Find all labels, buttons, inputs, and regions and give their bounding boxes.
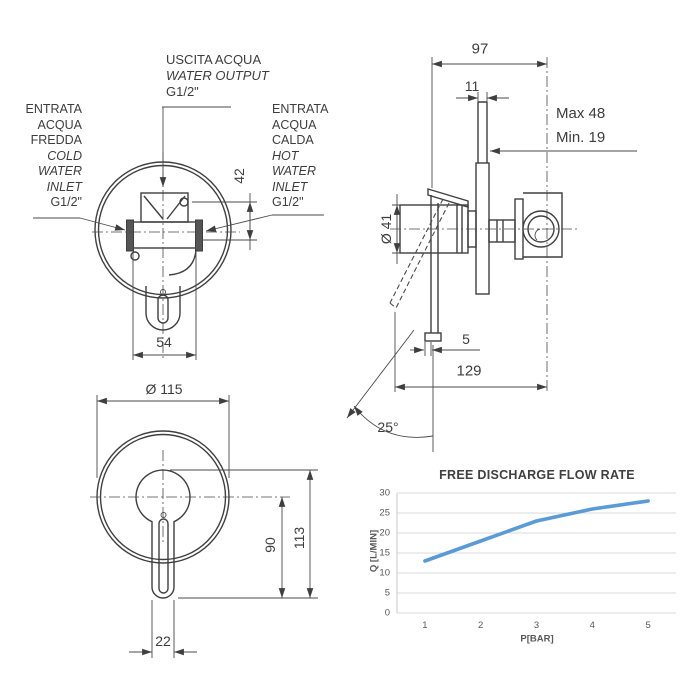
hot-label-line: INLET bbox=[272, 179, 308, 194]
dim-11: 11 bbox=[464, 78, 480, 94]
dim-diameter-41: Ø 41 bbox=[378, 213, 394, 245]
hot-label-line: HOT bbox=[272, 148, 299, 163]
front-top-view bbox=[33, 106, 324, 360]
dim-42: 42 bbox=[231, 168, 247, 184]
dim-angle-25: 25° bbox=[377, 419, 399, 435]
dim-90: 90 bbox=[262, 537, 278, 553]
hot-thread-size: G1/2" bbox=[272, 195, 304, 209]
dim-97: 97 bbox=[471, 40, 489, 58]
chart-y-tick: 30 bbox=[379, 487, 390, 499]
chart-y-tick: 10 bbox=[379, 567, 390, 579]
hot-inlet-label: ENTRATA ACQUA CALDA HOT WATER INLET G1/2… bbox=[272, 102, 328, 211]
dim-113: 113 bbox=[291, 526, 307, 550]
chart-x-tick: 2 bbox=[478, 620, 484, 631]
cold-inlet-label: ENTRATA ACQUA FREDDA COLD WATER INLET G1… bbox=[14, 102, 82, 211]
chart-y-tick: 5 bbox=[384, 587, 390, 599]
hot-label-line: ACQUA bbox=[272, 117, 317, 132]
chart-y-axis-label: Q [L/MIN] bbox=[368, 529, 380, 573]
output-label-it: USCITA ACQUA bbox=[166, 52, 262, 67]
chart-y-tick: 15 bbox=[379, 547, 390, 559]
hot-label-line: WATER bbox=[272, 164, 316, 178]
dim-54: 54 bbox=[156, 334, 172, 350]
dim-min-19: Min. 19 bbox=[556, 129, 606, 146]
flow-rate-chart-plot bbox=[396, 492, 676, 614]
dim-max-48: Max 48 bbox=[556, 105, 606, 122]
output-thread-size: G1/2" bbox=[166, 84, 199, 99]
water-output-label: USCITA ACQUA WATER OUTPUT G1/2" bbox=[166, 52, 269, 100]
hot-label-line: CALDA bbox=[272, 133, 314, 147]
chart-y-tick: 0 bbox=[384, 607, 390, 619]
cold-label-line: ENTRATA bbox=[25, 102, 82, 116]
dim-22: 22 bbox=[155, 633, 171, 649]
cold-label-line: COLD bbox=[47, 148, 82, 163]
chart-y-tick: 25 bbox=[379, 507, 390, 519]
dim-diameter-115: Ø 115 bbox=[145, 381, 183, 397]
front-bottom-view bbox=[90, 395, 318, 658]
chart-x-tick: 3 bbox=[533, 620, 540, 631]
side-view bbox=[346, 57, 637, 452]
cold-label-line: FREDDA bbox=[30, 133, 82, 147]
cold-label-line: ACQUA bbox=[37, 117, 82, 132]
chart-y-tick: 20 bbox=[379, 527, 390, 539]
dim-129: 129 bbox=[456, 362, 482, 380]
output-label-en: WATER OUTPUT bbox=[166, 68, 269, 83]
cold-label-line: WATER bbox=[38, 164, 82, 178]
chart-x-axis-label: P[BAR] bbox=[520, 633, 554, 645]
hot-label-line: ENTRATA bbox=[272, 102, 329, 116]
chart-x-tick: 4 bbox=[589, 620, 595, 631]
chart-title: FREE DISCHARGE FLOW RATE bbox=[439, 468, 635, 482]
dim-5: 5 bbox=[462, 331, 470, 347]
cold-thread-size: G1/2" bbox=[50, 195, 82, 209]
cold-label-line: INLET bbox=[46, 179, 82, 194]
chart-x-tick: 1 bbox=[422, 620, 428, 631]
flow-rate-line bbox=[423, 499, 650, 563]
chart-x-tick: 5 bbox=[645, 620, 651, 631]
